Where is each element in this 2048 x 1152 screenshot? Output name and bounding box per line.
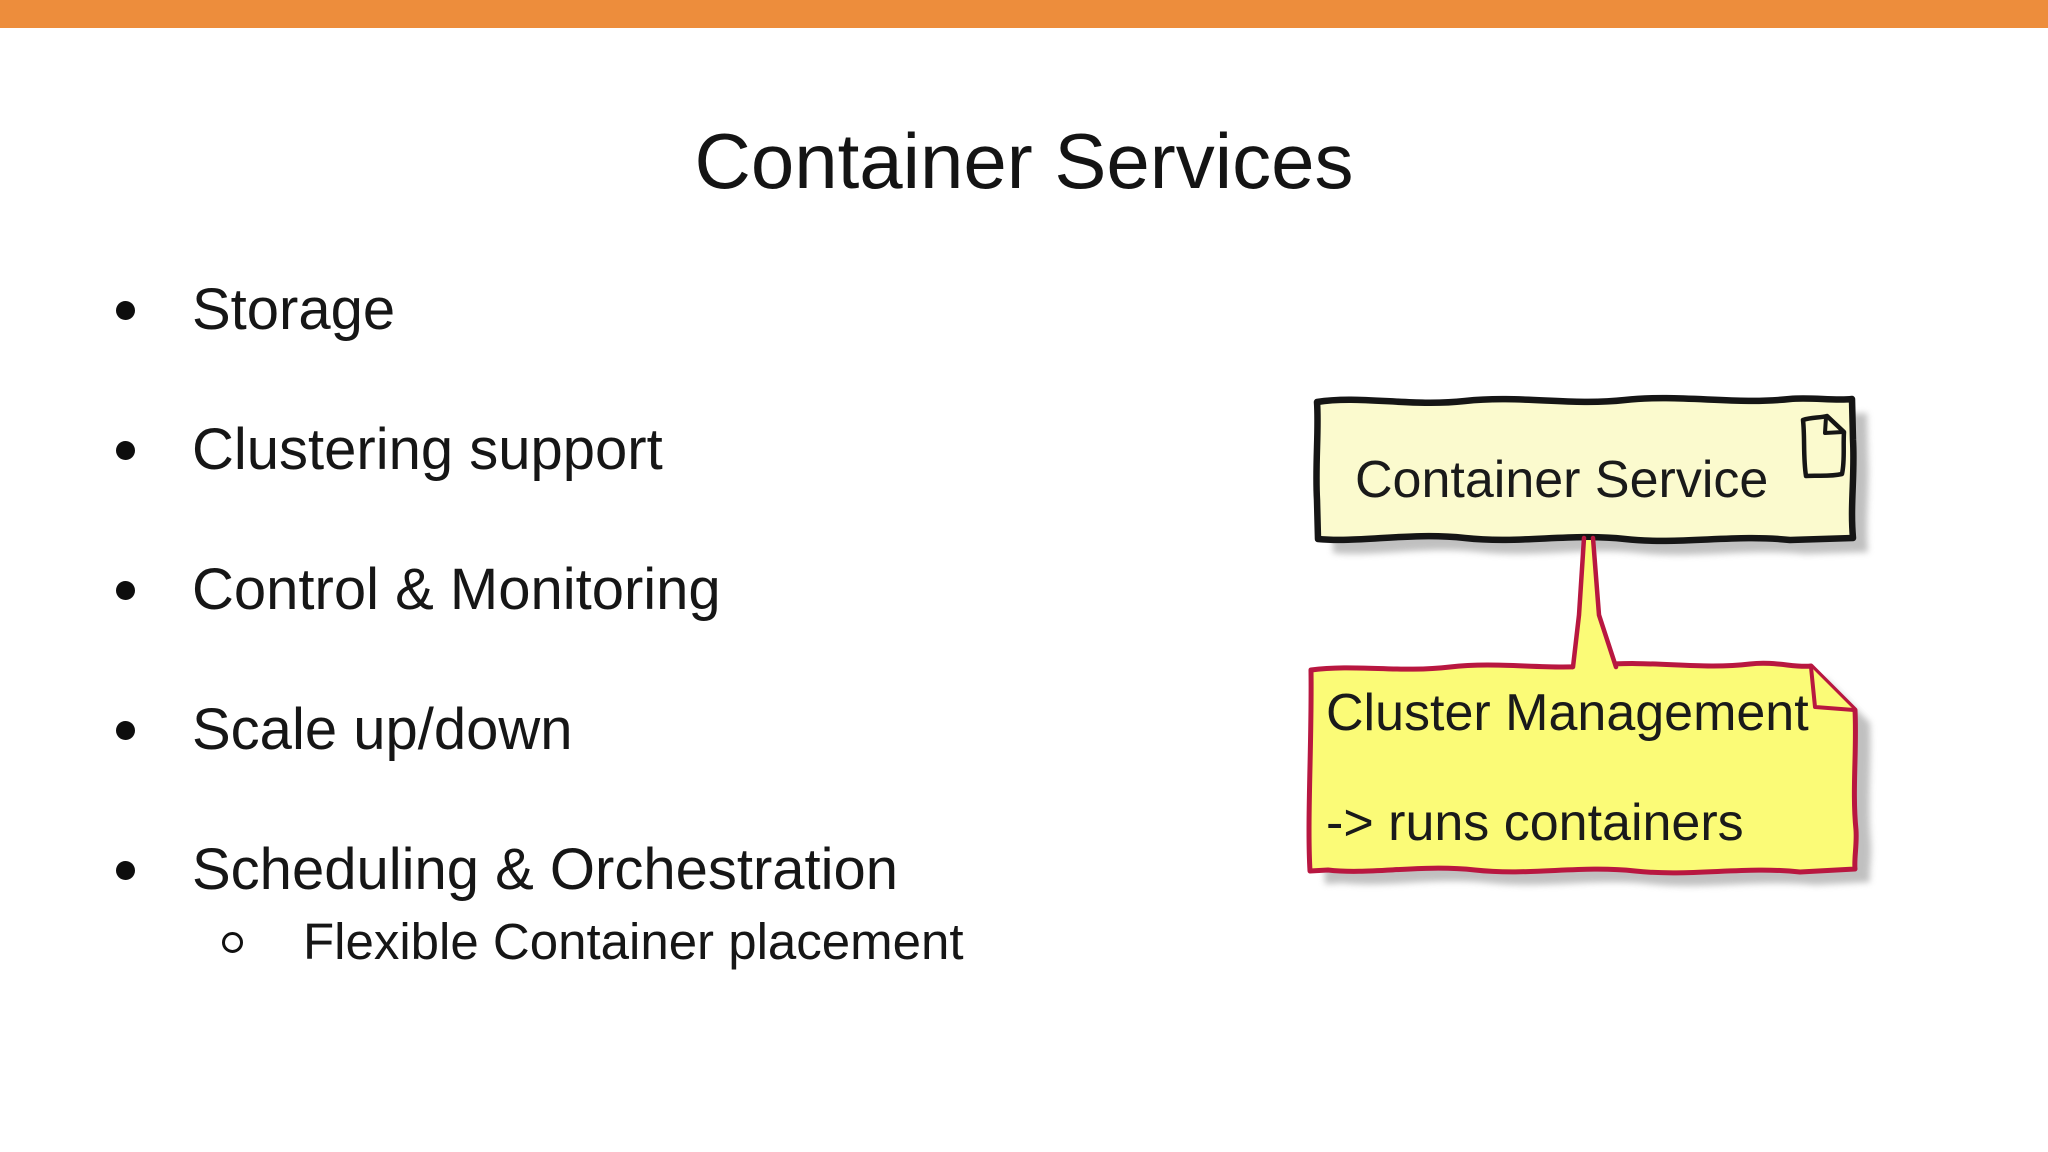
bullet-item: Scale up/down xyxy=(116,695,572,765)
bullet-dot-icon xyxy=(116,580,135,600)
note-fold-corner-icon xyxy=(1809,666,1855,712)
bullet-text: Storage xyxy=(192,277,396,343)
note-box xyxy=(1306,660,1859,876)
note-line-1: Cluster Management xyxy=(1326,684,1809,742)
note-line-2: -> runs containers xyxy=(1326,794,1744,852)
bullet-item: Scheduling & Orchestration xyxy=(116,835,898,905)
component-box xyxy=(1313,394,1857,545)
bullet-dot-icon xyxy=(116,720,135,740)
bullet-item: Control & Monitoring xyxy=(116,555,721,625)
uml-diagram: Container Service Cluster Management -> … xyxy=(1280,380,1920,920)
bullet-text: Clustering support xyxy=(192,417,663,483)
component-label: Container Service xyxy=(1355,451,1768,509)
bullet-text: Scheduling & Orchestration xyxy=(192,837,899,903)
bullet-dot-icon xyxy=(116,440,135,460)
bullet-dot-icon xyxy=(116,300,135,320)
bullet-item: Storage xyxy=(116,275,395,345)
page-title: Container Services xyxy=(694,117,1354,205)
sub-bullet-item: Flexible Container placement xyxy=(222,910,964,974)
bullet-text: Scale up/down xyxy=(192,697,573,763)
bullet-text: Control & Monitoring xyxy=(192,557,721,623)
note-connector xyxy=(1570,535,1619,670)
bullet-item: Clustering support xyxy=(116,415,663,485)
sub-bullet-circle-icon xyxy=(222,931,243,953)
bullet-dot-icon xyxy=(116,860,135,880)
top-accent-bar xyxy=(0,0,2048,28)
bullet-text: Flexible Container placement xyxy=(303,912,964,970)
artifact-document-icon xyxy=(1800,413,1847,479)
